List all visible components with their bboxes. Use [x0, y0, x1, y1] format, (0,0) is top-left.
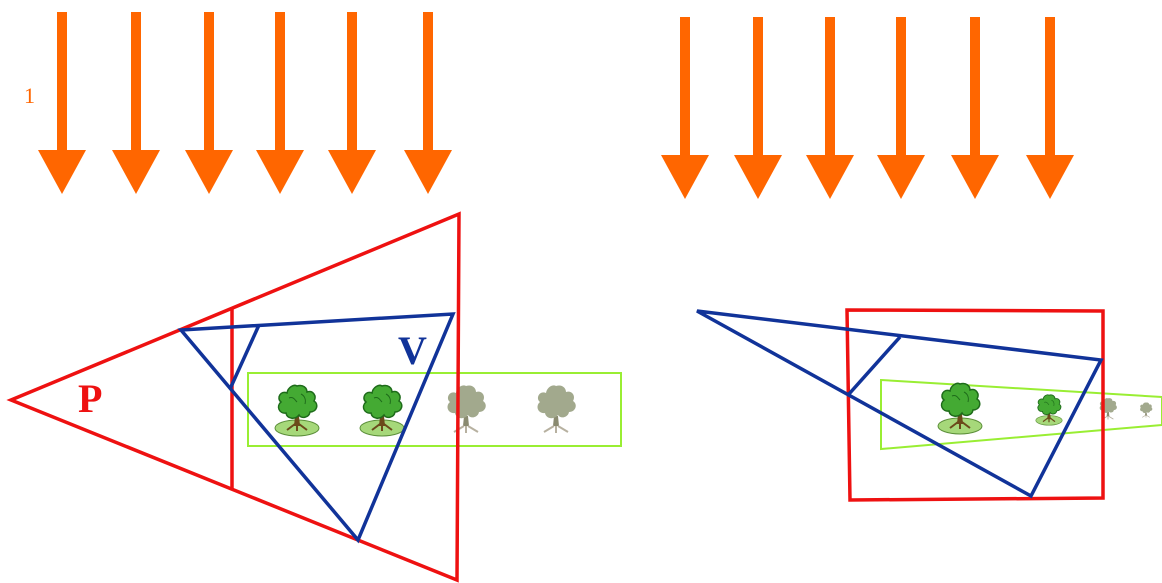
- right-light-arrows: [661, 17, 1074, 199]
- arrow-down-icon: [877, 17, 925, 199]
- arrow-down-icon: [734, 17, 782, 199]
- right-object-box: [880, 378, 1162, 451]
- tree-icon: [937, 382, 983, 435]
- arrow-down-icon: [256, 12, 304, 194]
- right-frustum-p: [845, 308, 1105, 502]
- left-frustum-v: [177, 312, 456, 544]
- tree-icon: [1035, 394, 1063, 426]
- left-frustum-p: [6, 211, 461, 583]
- arrow-down-icon: [185, 12, 233, 194]
- arrow-down-icon: [661, 17, 709, 199]
- arrow-down-icon: [1026, 17, 1074, 199]
- arrow-down-icon: [404, 12, 452, 194]
- arrow-down-icon: [38, 12, 86, 194]
- tree-icon: [359, 384, 405, 437]
- arrow-down-icon: [112, 12, 160, 194]
- frustum-v-label: V: [398, 328, 427, 373]
- left-light-arrows: [38, 12, 452, 194]
- tree-icon: [536, 384, 577, 434]
- arrow-down-icon: [806, 17, 854, 199]
- tree-icon: [446, 384, 487, 434]
- right-frustum-v: [696, 309, 1104, 499]
- marker-number: 1: [24, 83, 35, 108]
- tree-icon: [274, 384, 320, 437]
- tree-icon: [1139, 402, 1153, 418]
- frustum-p-label: P: [78, 376, 102, 421]
- arrow-down-icon: [328, 12, 376, 194]
- arrow-down-icon: [951, 17, 999, 199]
